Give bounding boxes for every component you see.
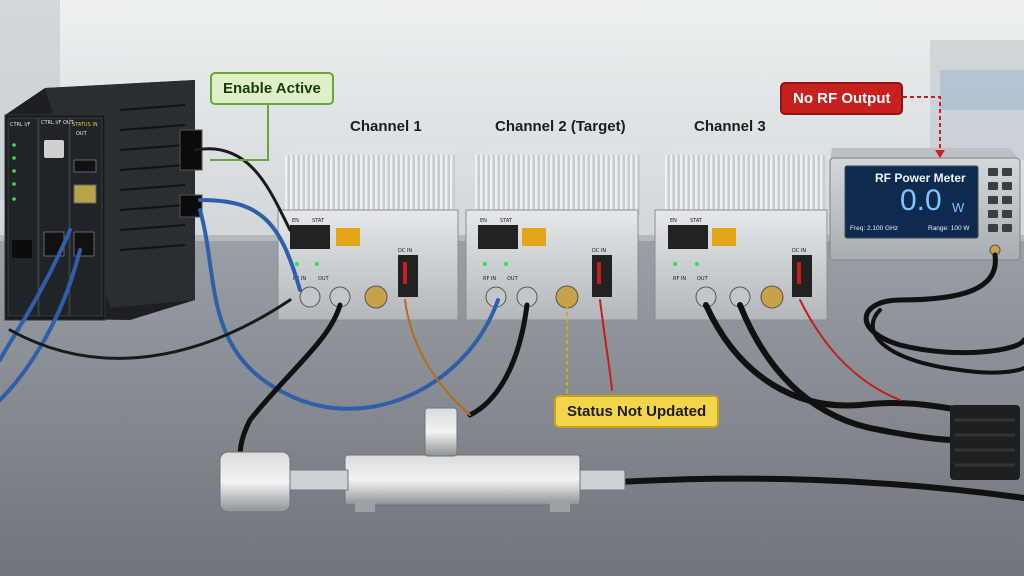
enable-active-callout: Enable Active — [210, 72, 334, 105]
svg-text:STAT: STAT — [690, 218, 703, 224]
cables — [0, 147, 1024, 501]
svg-text:OUT: OUT — [76, 131, 88, 137]
controller-chassis — [4, 80, 203, 321]
svg-text:DC IN: DC IN — [792, 248, 806, 254]
svg-text:EN: EN — [670, 218, 677, 224]
power-meter-title: RF Power Meter — [875, 171, 966, 185]
svg-text:STAT: STAT — [312, 218, 325, 224]
no-rf-output-callout: No RF Output — [780, 82, 904, 115]
power-meter-unit: W — [952, 200, 965, 215]
controller-port-labels: CTRL I/F CTRL I/F OUT STATUS IN OUT — [10, 120, 98, 137]
power-meter-value: 0.0 — [900, 184, 942, 217]
svg-text:OUT: OUT — [507, 276, 519, 282]
module-port-labels: EN STAT RF IN OUT DC IN EN STAT RF IN OU… — [292, 218, 806, 282]
svg-text:EN: EN — [480, 218, 487, 224]
svg-text:EN: EN — [292, 218, 299, 224]
svg-text:OUT: OUT — [318, 276, 330, 282]
svg-text:CTRL I/F OUT: CTRL I/F OUT — [41, 120, 75, 126]
callout-leaders — [210, 96, 945, 395]
rf-terminator — [950, 405, 1020, 480]
svg-text:STATUS IN: STATUS IN — [72, 122, 98, 128]
svg-text:STAT: STAT — [500, 218, 513, 224]
power-meter-range: Range: 100 W — [928, 225, 970, 232]
module-channel-3 — [654, 140, 835, 321]
power-meter-frequency: Freq: 2.100 GHz — [850, 225, 899, 232]
svg-text:OUT: OUT — [697, 276, 709, 282]
svg-text:DC IN: DC IN — [592, 248, 606, 254]
svg-text:RF IN: RF IN — [673, 276, 686, 282]
module-channel-1 — [277, 140, 465, 321]
svg-text:CTRL I/F: CTRL I/F — [10, 122, 31, 128]
module-channel-2 — [465, 140, 650, 321]
channel-label-2: Channel 2 (Target) — [495, 118, 626, 135]
channel-label-3: Channel 3 — [694, 118, 766, 135]
directional-coupler — [219, 407, 626, 513]
rf-power-meter — [829, 148, 1021, 261]
svg-text:RF IN: RF IN — [483, 276, 496, 282]
svg-text:RF IN: RF IN — [293, 276, 306, 282]
channel-label-1: Channel 1 — [350, 118, 422, 135]
status-not-updated-callout: Status Not Updated — [554, 395, 720, 428]
svg-text:DC IN: DC IN — [398, 248, 412, 254]
